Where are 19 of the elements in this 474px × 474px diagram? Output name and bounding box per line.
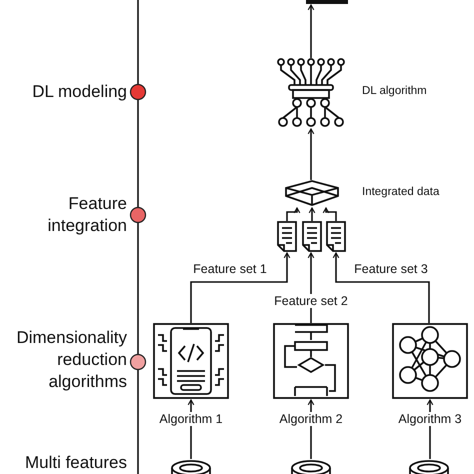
edge-label: Feature set 1	[191, 262, 269, 276]
arrow	[322, 207, 337, 221]
edge-label: Algorithm 3	[396, 412, 464, 426]
stage-label: Feature integration	[46, 193, 127, 237]
arrow	[190, 252, 290, 323]
arrow	[308, 4, 314, 58]
arrow	[286, 207, 300, 221]
arrow	[308, 128, 314, 180]
edge-label: Algorithm 1	[157, 412, 225, 426]
edge-label: Feature set 3	[352, 262, 430, 276]
arrow	[308, 207, 316, 221]
icon-caption: DL algorithm	[362, 85, 427, 97]
arrow	[332, 252, 430, 323]
icon-caption: Integrated data	[362, 186, 440, 198]
stage-label: Multi features	[24, 452, 127, 474]
edge-label: Algorithm 2	[277, 412, 345, 426]
stage-label: Dimensionality reduction algorithms	[15, 327, 127, 393]
edge-label: Feature set 2	[272, 294, 350, 308]
stage-label: DL modeling	[31, 81, 127, 103]
